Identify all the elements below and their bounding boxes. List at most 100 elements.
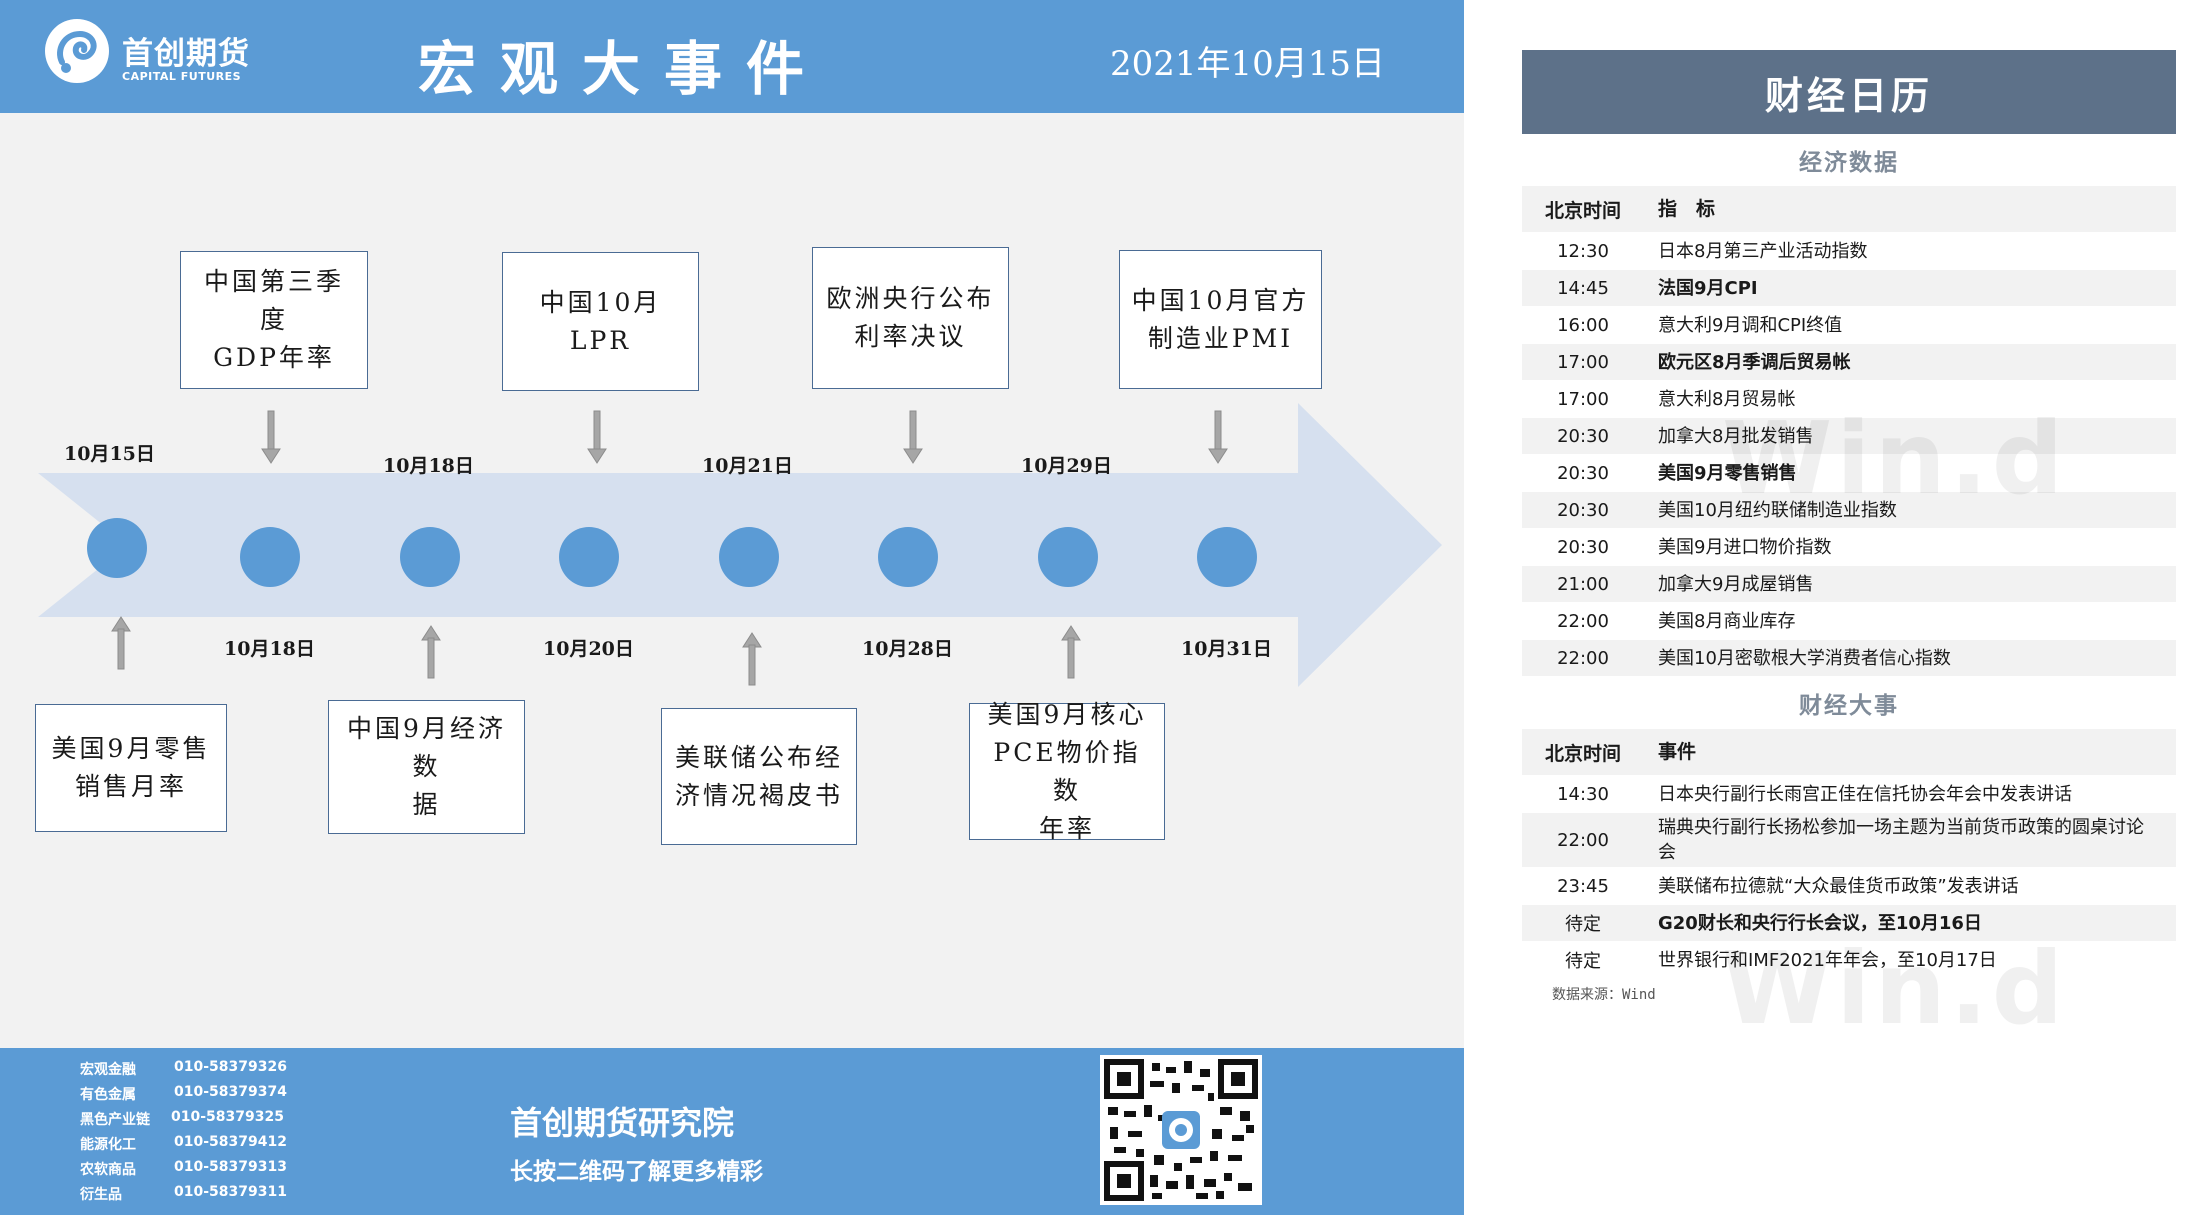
- contact-dept: 有色金属: [80, 1087, 136, 1103]
- event-text: 欧洲央行公布: [826, 284, 995, 313]
- header-bar: 首创期货 CAPITAL FUTURES 宏观大事件 2021年10月15日: [0, 0, 1464, 113]
- event-text: 销售月率: [74, 772, 187, 801]
- event-text: 中国9月经济数: [347, 714, 506, 781]
- timeline-dot: [240, 527, 300, 587]
- contact-phone: 010-58379412: [174, 1134, 287, 1150]
- event-text: 利率决议: [854, 322, 967, 351]
- event-text: 年率: [1038, 813, 1095, 843]
- report-date: 2021年10月15日: [1110, 44, 1386, 84]
- event-text: 据: [412, 790, 441, 819]
- col-time-header: 北京时间: [1544, 199, 1621, 222]
- row-item: 世界银行和IMF2021年年会，至10月17日: [1658, 949, 1997, 971]
- timeline-dot: [1038, 527, 1098, 587]
- row-time: 22:00: [1557, 647, 1609, 669]
- row-item: 日本8月第三产业活动指数: [1658, 240, 1868, 262]
- row-item: 法国9月CPI: [1658, 277, 1758, 299]
- contact-dept: 衍生品: [80, 1187, 122, 1203]
- up-arrow-icon: [1061, 625, 1081, 679]
- timeline-dot: [559, 527, 619, 587]
- up-arrow-icon: [742, 632, 762, 686]
- timeline-date-top: 10月29日: [1021, 455, 1112, 477]
- contact-phone: 010-58379326: [174, 1059, 287, 1075]
- footer-bar: 宏观金融 010-58379326 有色金属 010-58379374 黑色产业…: [0, 1048, 1464, 1215]
- timeline-date-bottom: 10月31日: [1181, 638, 1272, 660]
- table-row: 20:30 美国9月进口物价指数: [1522, 529, 2176, 566]
- row-time: 20:30: [1557, 536, 1609, 558]
- qr-code-icon[interactable]: [1100, 1055, 1262, 1205]
- timeline-date-top: 10月18日: [383, 455, 474, 477]
- col-item-header: 事件: [1658, 740, 1697, 763]
- table-row: 20:30 加拿大8月批发销售: [1522, 418, 2176, 455]
- event-text: PCE物价指数: [993, 737, 1141, 805]
- timeline-graphic: [38, 403, 1442, 687]
- row-time: 12:30: [1557, 240, 1609, 262]
- row-item: 美国9月进口物价指数: [1658, 536, 1832, 558]
- contact-phone: 010-58379311: [174, 1184, 287, 1200]
- contact-phone: 010-58379313: [174, 1159, 287, 1175]
- row-time: 20:30: [1557, 462, 1609, 484]
- contact-phone: 010-58379325: [171, 1109, 284, 1125]
- event-text: 济情况褐皮书: [674, 780, 843, 810]
- company-name-en: CAPITAL FUTURES: [122, 70, 242, 83]
- table-row: 12:30 日本8月第三产业活动指数: [1522, 233, 2176, 270]
- row-item: 美国8月商业库存: [1658, 610, 1796, 632]
- down-arrow-icon: [1208, 410, 1228, 464]
- calendar-title: 财经日历: [1522, 50, 2176, 134]
- event-box-top: 中国10月官方 制造业PMI: [1119, 250, 1322, 389]
- table-row: 待定 世界银行和IMF2021年年会，至10月17日: [1522, 942, 2176, 979]
- contact-dept: 宏观金融: [80, 1062, 136, 1078]
- row-time: 待定: [1565, 914, 1601, 935]
- event-box-bottom: 美国9月零售 销售月率: [35, 704, 227, 832]
- event-table-header: 北京时间 事件: [1522, 729, 2176, 776]
- event-text: 中国10月官方: [1131, 285, 1310, 315]
- event-box-bottom: 美联储公布经 济情况褐皮书: [661, 708, 857, 845]
- table-row: 待定 G20财长和央行行长会议，至10月16日: [1522, 905, 2176, 942]
- event-text: 美国9月核心: [987, 699, 1147, 729]
- down-arrow-icon: [261, 410, 281, 464]
- table-row: 14:30 日本央行副行长雨宫正佳在信托协会年会中发表讲话: [1522, 776, 2176, 813]
- timeline-dot: [719, 527, 779, 587]
- econ-table-header: 北京时间 指 标: [1522, 186, 2176, 233]
- row-item: 日本央行副行长雨宫正佳在信托协会年会中发表讲话: [1658, 783, 2072, 805]
- timeline-dot: [87, 518, 147, 578]
- col-item-header: 指 标: [1658, 197, 1716, 220]
- timeline-date-top: 10月21日: [702, 455, 793, 477]
- row-item: 加拿大8月批发销售: [1658, 425, 1814, 447]
- table-row: 17:00 欧元区8月季调后贸易帐: [1522, 344, 2176, 381]
- table-row: 16:00 意大利9月调和CPI终值: [1522, 307, 2176, 344]
- event-text: 中国10月LPR: [539, 287, 662, 355]
- timeline-dot: [400, 527, 460, 587]
- row-item: 意大利8月贸易帐: [1658, 388, 1796, 410]
- row-time: 待定: [1565, 951, 1601, 972]
- section-title-econ: 经济数据: [1522, 134, 2176, 186]
- row-item: G20财长和央行行长会议，至10月16日: [1658, 912, 1982, 934]
- event-text: 美国9月零售: [51, 734, 211, 763]
- down-arrow-icon: [903, 410, 923, 464]
- row-time: 20:30: [1557, 425, 1609, 447]
- row-item: 意大利9月调和CPI终值: [1658, 314, 1843, 336]
- finance-calendar-panel: 财经日历 经济数据 北京时间 指 标 12:30 日本8月第三产业活动指数 14:4…: [1522, 50, 2176, 1047]
- contact-dept: 农软商品: [80, 1162, 136, 1178]
- event-text: 中国第三季度: [203, 267, 344, 334]
- down-arrow-icon: [587, 410, 607, 464]
- row-time: 16:00: [1557, 314, 1609, 336]
- company-name: 首创期货: [122, 36, 250, 72]
- event-box-top: 中国10月LPR: [502, 252, 699, 391]
- event-box-top: 中国第三季度 GDP年率: [180, 251, 368, 389]
- row-time: 22:00: [1557, 829, 1609, 851]
- event-box-top: 欧洲央行公布 利率决议: [812, 247, 1009, 389]
- event-timeline: 10月15日 10月18日 10月21日 10月29日 10月18日 10月20…: [0, 113, 1464, 1048]
- institute-slogan: 长按二维码了解更多精彩: [510, 1159, 763, 1185]
- row-time: 14:30: [1557, 783, 1609, 805]
- row-time: 17:00: [1557, 351, 1609, 373]
- row-item: 欧元区8月季调后贸易帐: [1658, 351, 1851, 373]
